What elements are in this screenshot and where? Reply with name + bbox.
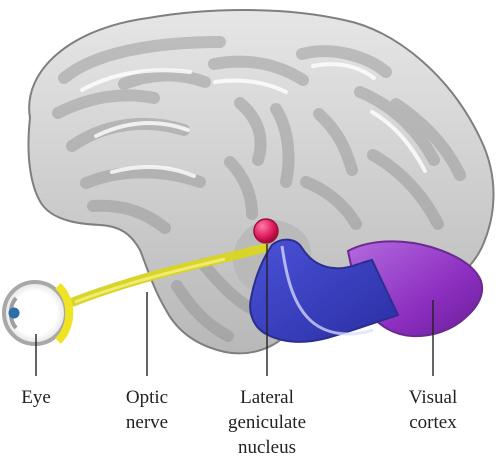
visual-cortex-label-line-1: Visual: [409, 387, 457, 408]
optic-nerve-label-line-2: nerve: [126, 412, 168, 433]
lgn-label-line-3: nucleus: [238, 437, 296, 458]
optic-radiation: [249, 238, 400, 343]
labels: Eye Optic nerve Lateral geniculate nucle…: [21, 387, 457, 458]
lateral-geniculate-nucleus: [253, 218, 279, 244]
leader-lines: [35, 244, 434, 376]
lgn-label-line-1: Lateral: [240, 387, 294, 408]
eye-label: Eye: [21, 387, 51, 408]
optic-radiation-highlight: [280, 245, 374, 336]
optic-nerve-highlight: [74, 257, 226, 304]
iris-icon: [8, 307, 20, 319]
visual-cortex-label-line-2: cortex: [409, 412, 457, 433]
optic-nerve-label-line-1: Optic: [126, 387, 168, 408]
eye: [2, 280, 74, 346]
lgn-label-line-2: geniculate: [228, 412, 306, 433]
